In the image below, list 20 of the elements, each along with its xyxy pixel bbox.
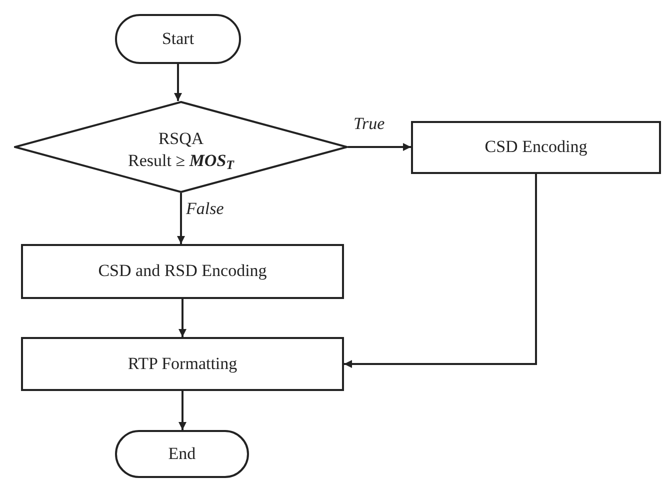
process-box bbox=[411, 121, 661, 174]
arrow bbox=[348, 143, 411, 151]
edge-label: True bbox=[352, 115, 386, 132]
edge-label: False bbox=[185, 200, 225, 217]
node-text: CSD Encoding bbox=[484, 136, 588, 158]
node-text: Start bbox=[162, 28, 194, 50]
arrow bbox=[344, 174, 537, 368]
process-box bbox=[21, 244, 344, 299]
node-text: CSD and RSD Encoding bbox=[98, 260, 267, 282]
arrow bbox=[174, 64, 182, 101]
terminal-shape bbox=[115, 14, 241, 64]
node-text: Result ≥ MOS$_{T}$ bbox=[128, 150, 234, 172]
node-text: RSQA bbox=[158, 128, 204, 150]
process-box bbox=[21, 337, 344, 391]
node-text: End bbox=[168, 442, 196, 465]
terminal-shape bbox=[115, 430, 249, 478]
node-text: RTP Formatting bbox=[128, 352, 238, 375]
arrow bbox=[178, 299, 186, 337]
arrow bbox=[177, 193, 185, 244]
arrow bbox=[178, 391, 186, 430]
